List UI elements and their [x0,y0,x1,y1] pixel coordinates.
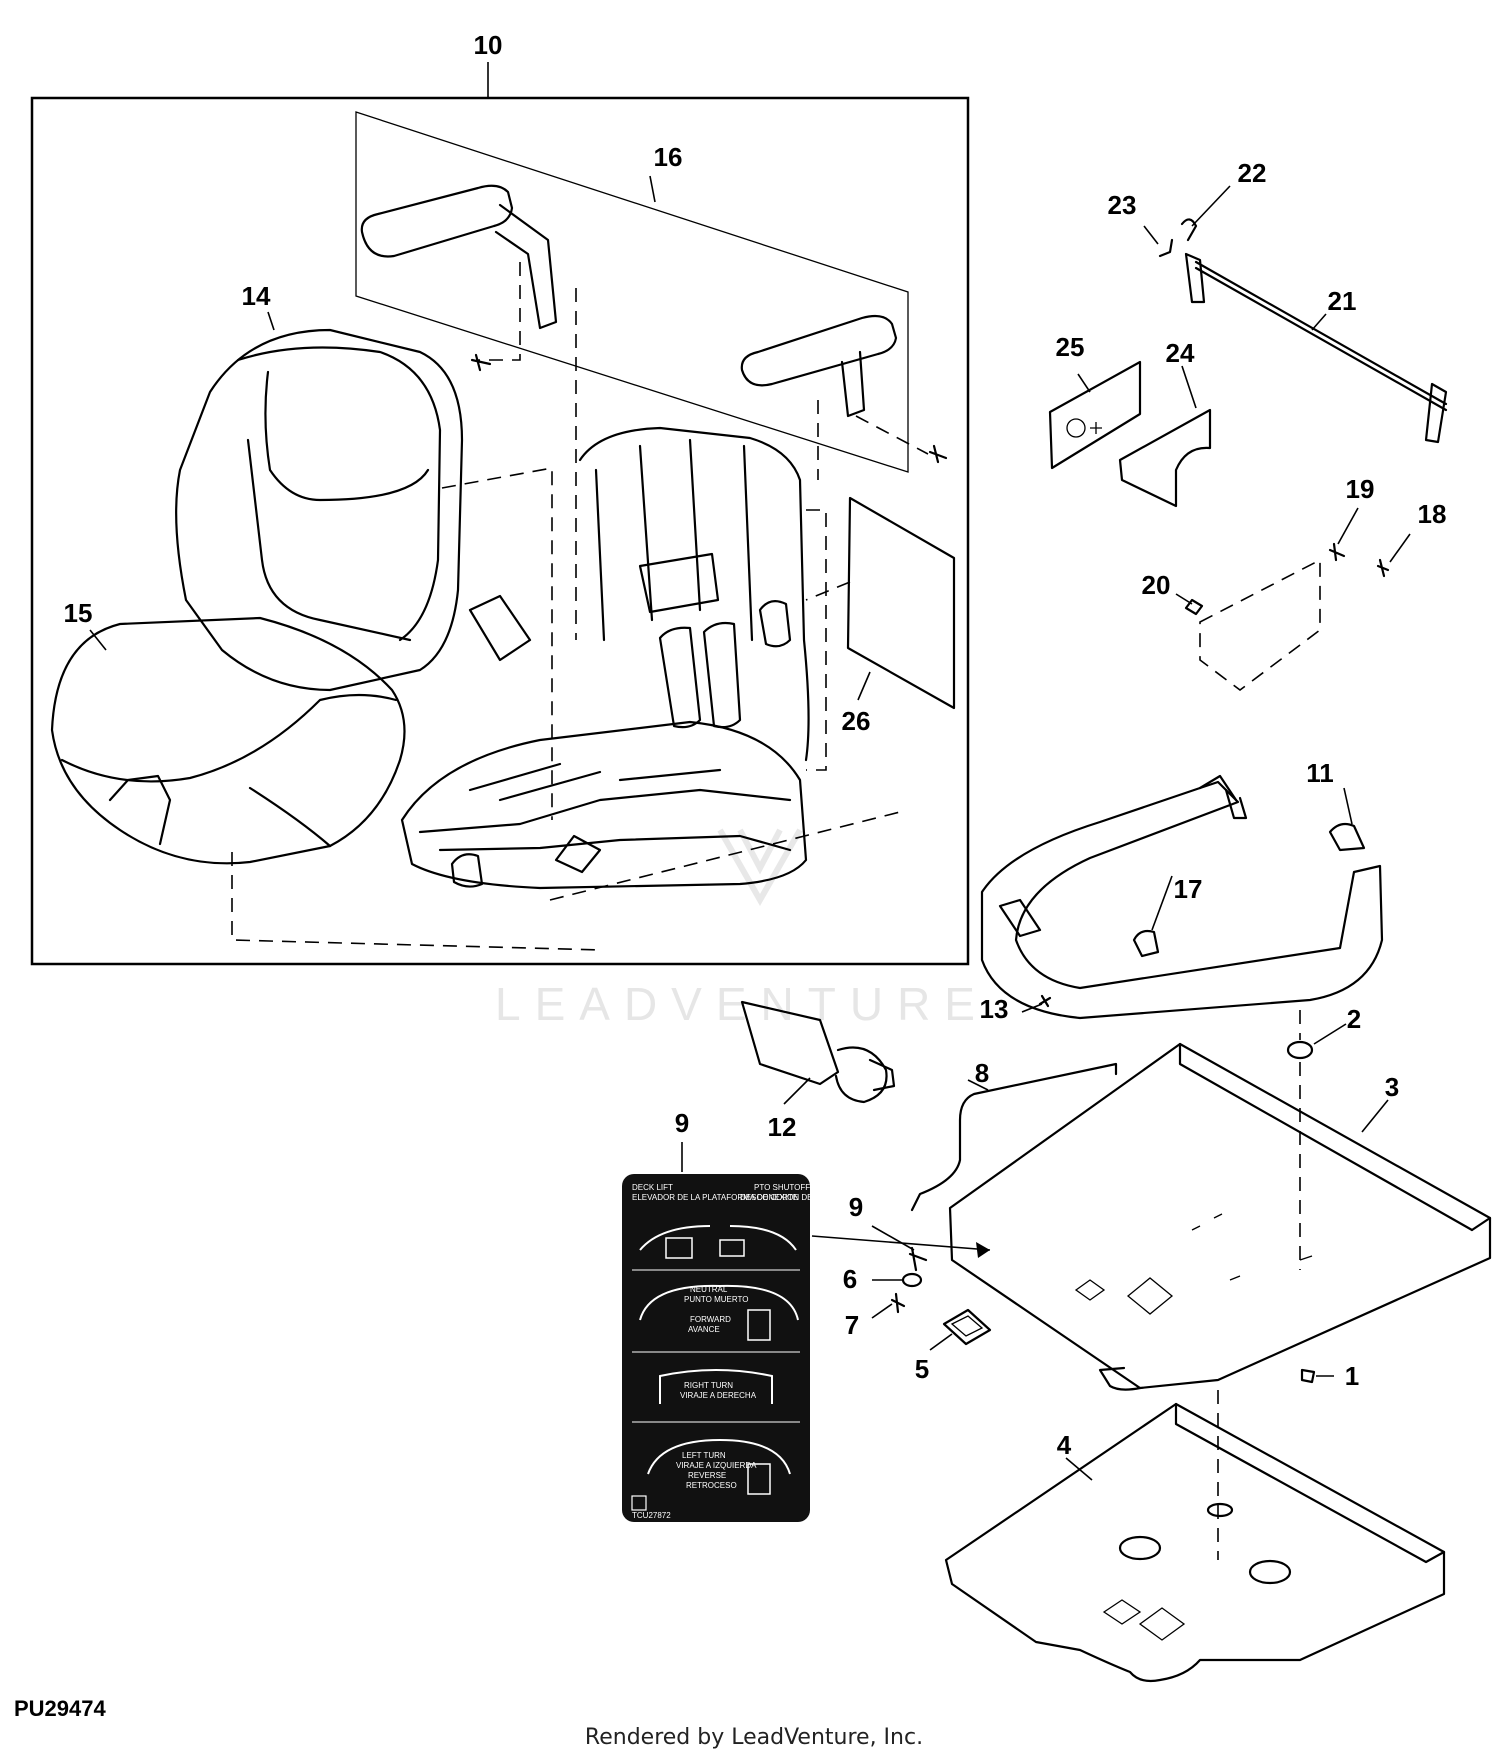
decal-pto-shutoff: PTO SHUTOFF [754,1183,810,1192]
callout-9: 9 [675,1108,689,1138]
callout-19: 19 [1346,474,1375,504]
decal-and-bracket: 25 24 [1048,332,1212,508]
decal-reverse: REVERSE [688,1471,726,1480]
seat-assembly-frame [30,96,970,966]
callout-18: 18 [1418,499,1447,529]
seat-plate: 3 [948,1042,1492,1391]
callout-7b: 7 [845,1310,859,1340]
footer-credit: Rendered by LeadVenture, Inc. [585,1725,923,1750]
decal-left-turn-es: VIRAJE A IZQUIERDA [676,1461,757,1470]
diagram-id: PU29474 [14,1696,107,1721]
callout-2: 2 [1347,1004,1361,1034]
callout-14: 14 [242,281,271,311]
decal-left-turn: LEFT TURN [682,1451,726,1460]
callout-24: 24 [1166,338,1195,368]
seat-slide-rails: 17 13 11 [980,758,1384,1040]
armrest-kit: 16 [355,111,948,640]
callout-13: 13 [980,994,1009,1024]
callout-25: 25 [1056,332,1085,362]
callout-15: 15 [64,598,93,628]
seat-frame [400,426,901,901]
seat-bottom-cushion: 15 [50,598,601,951]
callout-11: 11 [1306,758,1334,788]
callout-16: 16 [654,142,683,172]
decal-neutral-es: PUNTO MUERTO [684,1295,748,1304]
decal-forward-es: AVANCE [688,1325,720,1334]
callout-21: 21 [1328,286,1357,316]
callout-20: 20 [1142,570,1171,600]
decal-neutral: NEUTRAL [690,1285,728,1294]
base-plate: 4 [944,1390,1446,1683]
fastener-group: 19 18 20 [1142,474,1447,691]
callout-8: 8 [975,1058,989,1088]
callout-6: 6 [843,1264,857,1294]
decal-forward: FORWARD [690,1315,731,1324]
callout-23: 23 [1108,190,1137,220]
back-panel: 26 [805,496,956,736]
watermark: LEADVENTURE [495,828,989,1030]
decal-deck-lift: DECK LIFT [632,1183,673,1192]
callout-12: 12 [768,1112,797,1142]
callout-22: 22 [1238,158,1267,188]
decal-deck-lift-es: ELEVADOR DE LA PLATAFORMA DE CORTE [632,1193,798,1202]
washer: 2 [1286,1004,1361,1270]
seat-rod: 8 [910,1058,1118,1212]
seat-assembly-group: 10 16 14 [30,30,970,966]
decal-code: TCU27872 [632,1511,671,1520]
callout-10: 10 [474,30,503,60]
decal-right-turn: RIGHT TURN [684,1381,733,1390]
callout-3: 3 [1385,1072,1399,1102]
seat-switch: 12 [740,1000,896,1142]
callout-4: 4 [1057,1430,1072,1460]
callout-26: 26 [842,706,871,736]
decal-reverse-es: RETROCESO [686,1481,737,1490]
watermark-text: LEADVENTURE [495,978,989,1030]
decal-pto-shutoff-es: DESCONEXION DE LA TDF [740,1193,842,1202]
decal-background [622,1174,810,1522]
callout-1: 1 [1345,1361,1359,1391]
control-decal: 9 DECK LIFT ELEVADOR DE LA PLATAFORMA DE… [622,1108,842,1522]
seat-back-cushion: 14 [175,281,464,692]
callout-17: 17 [1174,874,1203,904]
rod-assembly: 22 23 21 [1108,158,1448,444]
decal-right-turn-es: VIRAJE A DERECHA [680,1391,757,1400]
small-fasteners: 1 5 9 6 7 [811,1192,1359,1391]
callout-5: 5 [915,1354,929,1384]
callout-7: 9 [849,1192,863,1222]
